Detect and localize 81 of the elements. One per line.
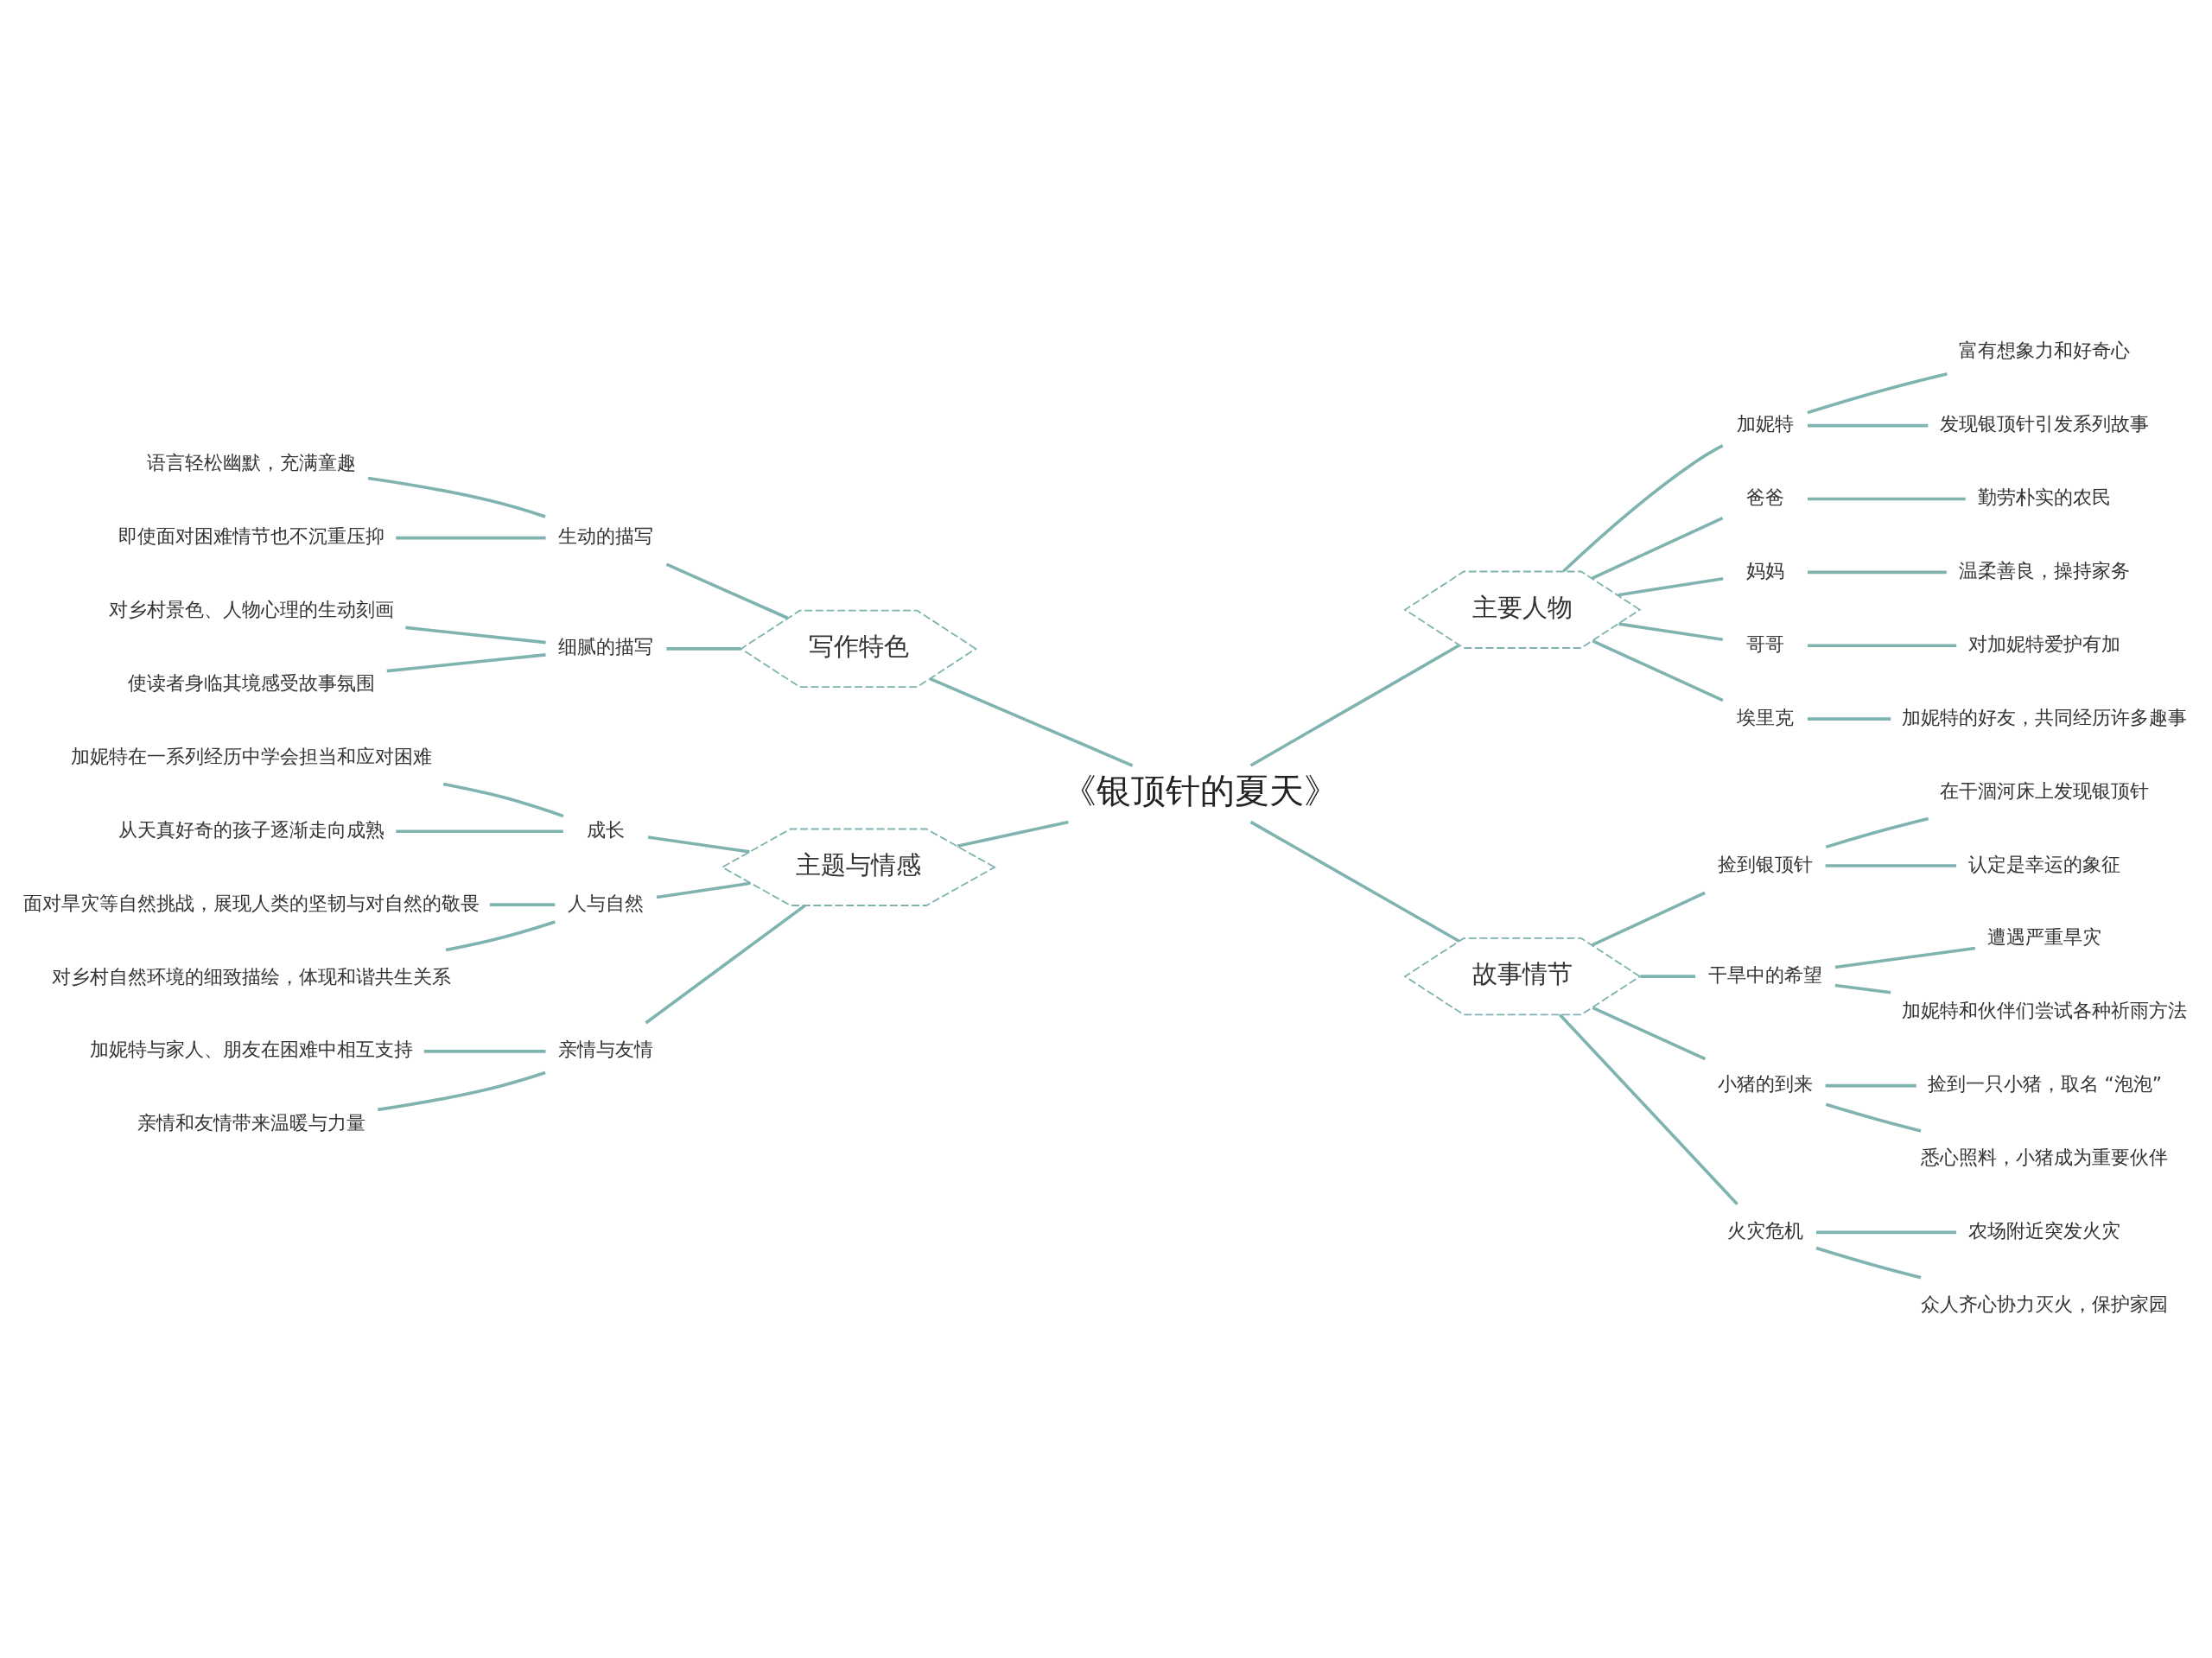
node-text: 语言轻松幽默，充满童趣 xyxy=(147,452,357,474)
node-text: 面对旱灾等自然挑战，展现人类的坚韧与对自然的敬畏 xyxy=(23,892,480,914)
connector xyxy=(405,626,546,645)
connector xyxy=(1592,1006,1707,1061)
node-text: 即使面对困难情节也不沉重压抑 xyxy=(118,525,385,548)
node-text: 干旱中的希望 xyxy=(1708,963,1823,986)
node-text: 小猪的到来 xyxy=(1718,1073,1814,1096)
connector xyxy=(396,829,563,833)
node-text: 对乡村景色、人物心理的生动刻画 xyxy=(109,599,395,621)
node-text: 妈妈 xyxy=(1746,559,1785,581)
connector xyxy=(1559,1013,1738,1205)
connector xyxy=(1815,1246,1922,1280)
connector xyxy=(957,820,1069,848)
node-text: 捡到银顶针 xyxy=(1718,853,1814,875)
connector xyxy=(1562,443,1724,573)
connector xyxy=(929,677,1134,767)
node-text: 加妮特在一系列经历中学会担当和应对困难 xyxy=(71,745,433,767)
connector xyxy=(645,904,806,1025)
connector xyxy=(665,562,789,619)
connector xyxy=(1618,576,1724,597)
connector xyxy=(1640,975,1696,978)
connector xyxy=(1592,639,1724,702)
node-text: 在干涸河床上发现银顶针 xyxy=(1940,779,2150,802)
node-text: 亲情与友情 xyxy=(558,1039,654,1061)
node-text: 发现银顶针引发系列故事 xyxy=(1940,413,2150,435)
connector xyxy=(1825,816,1929,849)
node-text: 加妮特 xyxy=(1737,413,1795,435)
connector xyxy=(386,653,546,673)
connector xyxy=(442,782,564,818)
connector xyxy=(445,920,556,952)
node-text: 亲情和友情带来温暖与力量 xyxy=(137,1112,366,1134)
node-text: 富有想象力和好奇心 xyxy=(1959,340,2131,362)
connector xyxy=(489,903,556,906)
node-text: 勤劳朴实的农民 xyxy=(1978,486,2112,509)
connector xyxy=(423,1050,546,1053)
connector xyxy=(647,835,750,854)
node-text: 加妮特和伙伴们尝试各种祈雨方法 xyxy=(1902,1000,2188,1022)
node-text: 众人齐心协力灭火，保护家园 xyxy=(1921,1293,2169,1315)
connector xyxy=(1807,372,1948,415)
connector xyxy=(1825,864,1957,867)
connector xyxy=(666,647,741,651)
connector xyxy=(1834,946,1976,969)
node-text: 捡到一只小猪，取名 “泡泡” xyxy=(1927,1073,2163,1096)
connector xyxy=(1808,644,1957,648)
connector xyxy=(1808,423,1929,428)
connector xyxy=(656,881,751,899)
node-text: 成长 xyxy=(587,818,626,841)
connector xyxy=(378,1070,546,1112)
node-text: 加妮特与家人、朋友在困难中相互支持 xyxy=(90,1039,414,1061)
node-text: 哥哥 xyxy=(1746,632,1785,655)
node-text: 农场附近突发火灾 xyxy=(1968,1219,2121,1242)
node-text: 遭遇严重旱灾 xyxy=(1987,926,2102,949)
node-text: 对乡村自然环境的细致描绘，体现和谐共生关系 xyxy=(52,965,452,988)
node-text: 爸爸 xyxy=(1746,486,1785,509)
connector xyxy=(1808,717,1891,721)
node-text: 温柔善良，操持家务 xyxy=(1959,559,2131,581)
connector xyxy=(367,476,546,518)
connector xyxy=(396,536,546,540)
node-text: 人与自然 xyxy=(568,892,645,914)
connector xyxy=(1591,516,1724,580)
node-text: 认定是幸运的象征 xyxy=(1968,853,2121,875)
connector xyxy=(1618,622,1724,641)
node-text: 火灾危机 xyxy=(1727,1219,1804,1242)
node-text: 悉心照料，小猪成为重要伙伴 xyxy=(1921,1147,2169,1169)
connector xyxy=(1249,820,1460,943)
node-text: 使读者身临其境感受故事氛围 xyxy=(128,672,376,695)
node-text: 对加妮特爱护有加 xyxy=(1968,632,2121,655)
node-text: 细腻的描写 xyxy=(558,636,654,658)
connector xyxy=(1808,570,1947,575)
node-text: 《银顶针的夏天》 xyxy=(1061,770,1338,810)
node-text: 埃里克 xyxy=(1737,706,1795,728)
connector xyxy=(1816,1230,1956,1235)
connector xyxy=(1249,644,1460,767)
connector xyxy=(1591,891,1706,947)
node-text: 从天真好奇的孩子逐渐走向成熟 xyxy=(118,818,385,841)
node-text: 生动的描写 xyxy=(558,525,654,548)
connector xyxy=(1825,1102,1922,1133)
connector xyxy=(1834,983,1891,994)
node-text: 加妮特的好友，共同经历许多趣事 xyxy=(1902,706,2188,728)
connector xyxy=(1825,1083,1916,1088)
connector xyxy=(1808,497,1966,501)
